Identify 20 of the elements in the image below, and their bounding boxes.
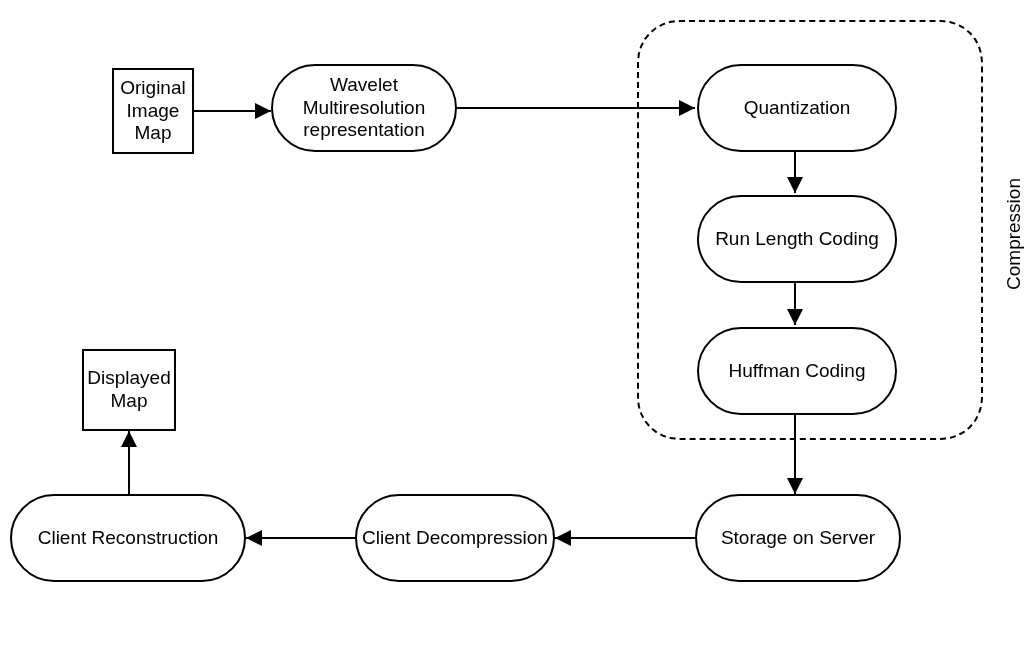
node-label: Quantization	[743, 96, 851, 120]
arrow	[245, 530, 356, 546]
arrow	[787, 412, 803, 495]
process-box	[112, 68, 194, 154]
node-label: Wavelet Multiresolution representation	[301, 73, 427, 143]
arrow	[787, 149, 803, 194]
arrow	[787, 280, 803, 326]
arrow	[456, 100, 696, 116]
arrow	[193, 103, 272, 119]
node-label: Client Decompression	[362, 526, 548, 550]
process-box	[82, 349, 176, 431]
arrow	[121, 430, 137, 495]
node-label: Original Image Map	[119, 76, 187, 146]
node-label: Huffman Coding	[728, 359, 866, 383]
arrow	[554, 530, 696, 546]
node-label: Displayed Map	[86, 367, 172, 413]
node-label: Run Length Coding	[715, 227, 879, 251]
node-label: Client Reconstruction	[37, 526, 219, 550]
group-label: Compression	[1002, 178, 1025, 290]
node-label: Storage on Server	[720, 526, 876, 550]
